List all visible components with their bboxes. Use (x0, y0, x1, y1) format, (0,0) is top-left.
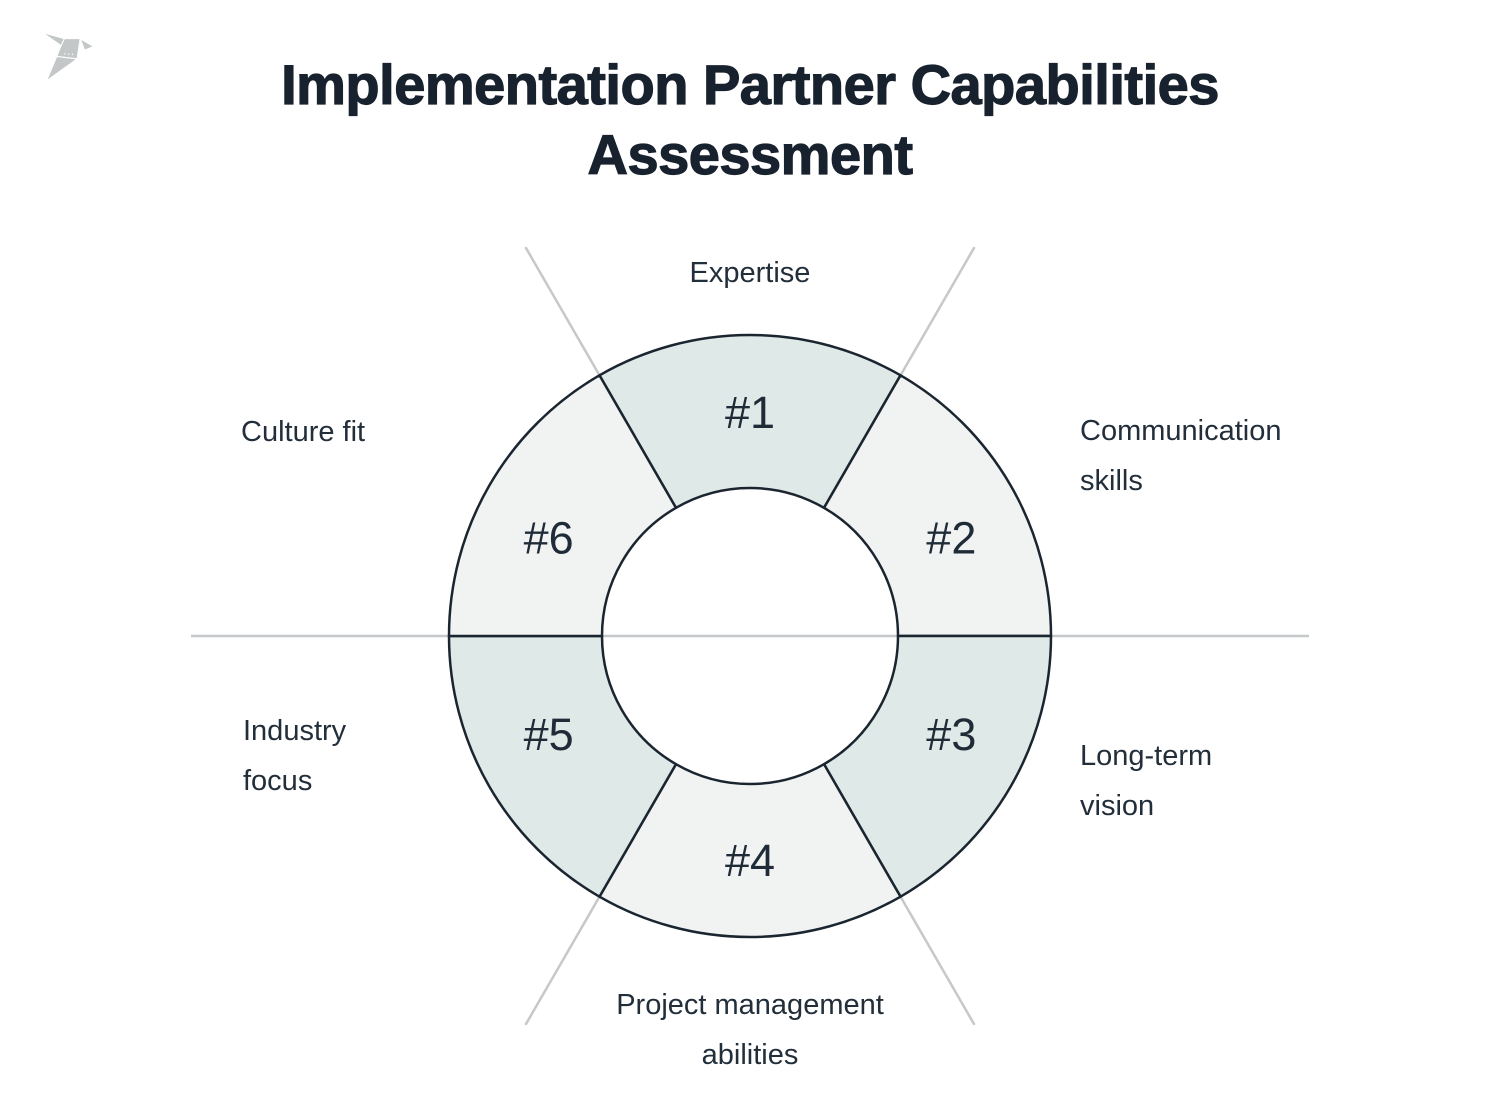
page-title: Implementation Partner Capabilities Asse… (280, 52, 1220, 186)
category-label-long-term-vision: Long-term vision (1080, 740, 1213, 822)
category-label-culture-fit: Culture fit (241, 416, 366, 448)
segment-number-label-5: #5 (524, 709, 574, 760)
segment-number-label-3: #3 (926, 709, 976, 760)
segment-number-label-1: #1 (725, 387, 775, 438)
logo-body (56, 38, 81, 60)
logo-head (79, 38, 95, 51)
logo-tail (46, 55, 78, 82)
donut-segment-3 (822, 634, 1053, 898)
donut-segment-2 (822, 374, 1053, 638)
donut-segment-5 (447, 634, 678, 898)
segment-number-label-2: #2 (926, 513, 976, 564)
category-label-project-management-text: Project management abilities (616, 989, 884, 1071)
segment-number-label-4: #4 (725, 835, 775, 886)
donut-segment-1 (598, 333, 902, 510)
diagonal-guide-line (899, 246, 976, 376)
diagonal-guide-line (899, 896, 976, 1026)
diagonal-guide-line (524, 246, 601, 376)
category-label-industry-focus: Industry focus (243, 715, 347, 797)
donut-segment-4 (598, 762, 902, 939)
category-label-communication: Communication skills (1080, 415, 1282, 497)
diagonal-guide-line (524, 896, 601, 1026)
donut-segment-6 (447, 374, 678, 638)
origami-bird-logo (41, 31, 95, 82)
segment-number-label-6: #6 (524, 513, 574, 564)
category-label-project-management: Project management abilities (0, 980, 1500, 1080)
category-label-expertise: Expertise (689, 257, 811, 289)
